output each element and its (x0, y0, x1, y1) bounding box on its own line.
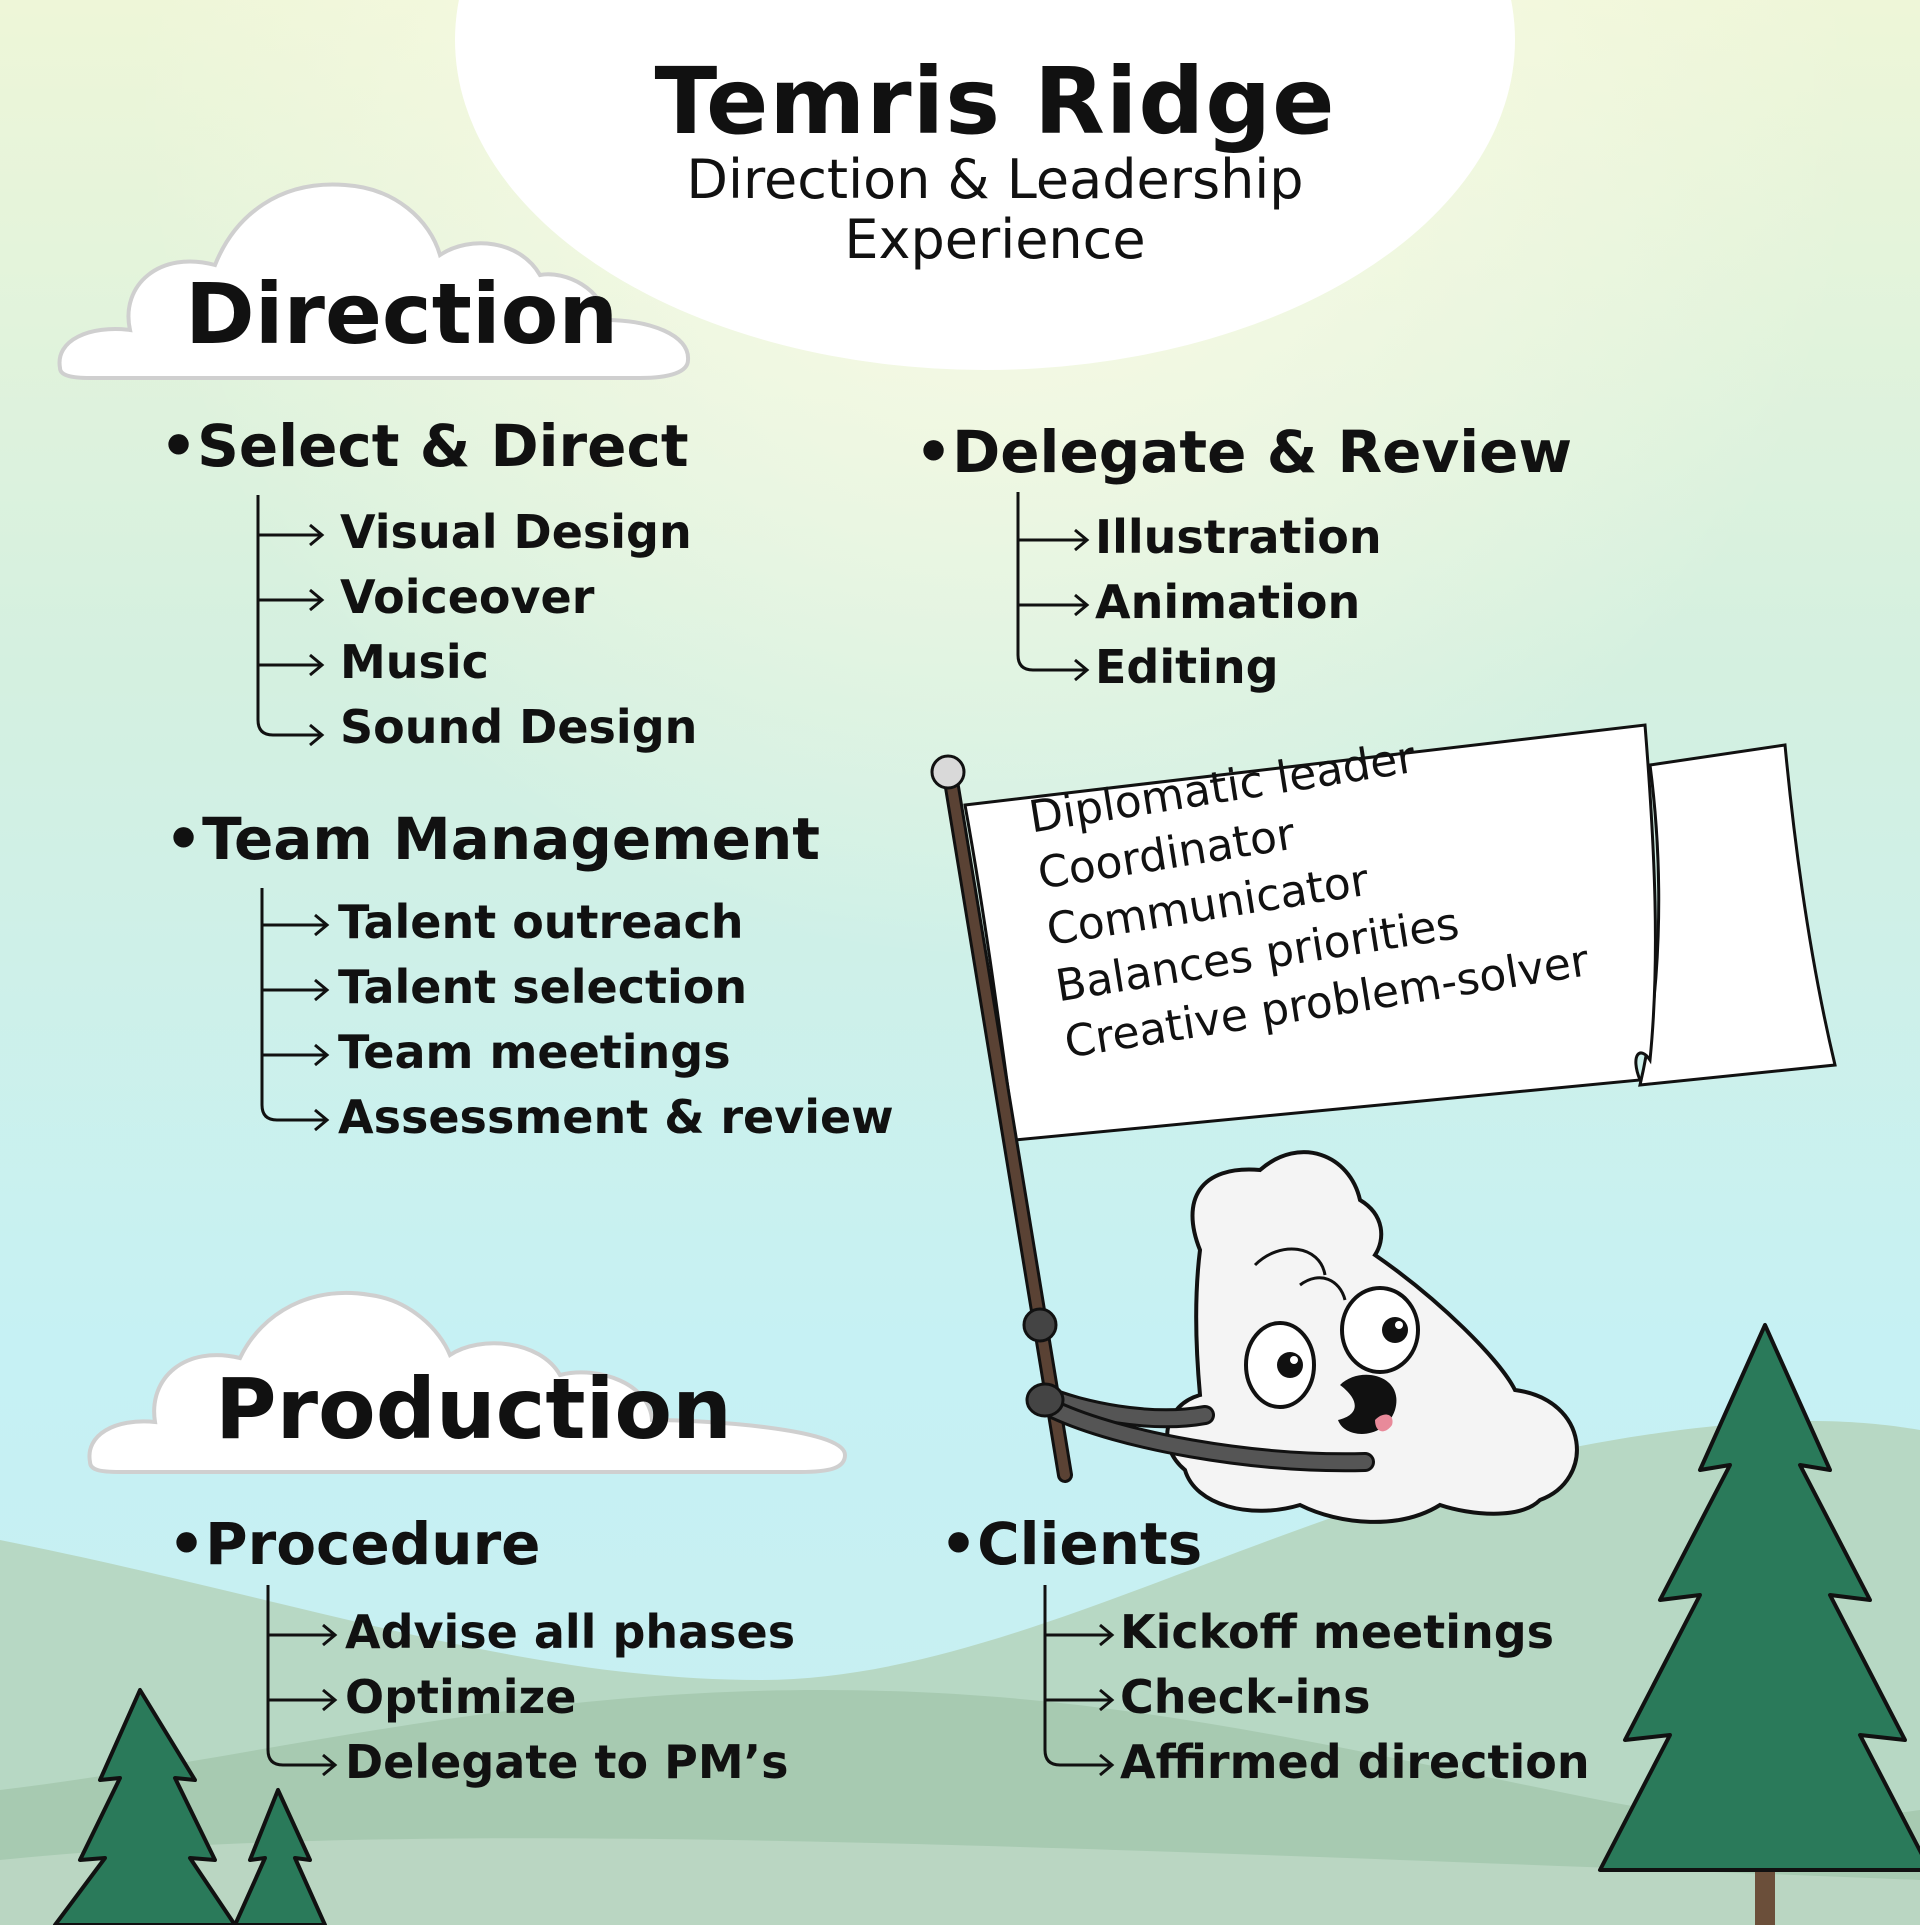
list-item: Assessment & review (338, 1090, 894, 1144)
group-title-procedure: •Procedure (168, 1510, 541, 1578)
direction-cloud-shape (57, 182, 691, 380)
list-item: Delegate to PM’s (345, 1735, 789, 1789)
list-item: Sound Design (340, 700, 698, 754)
flag-back-fold (1638, 743, 1837, 1087)
page-title: Temris Ridge (654, 48, 1336, 155)
team-management-tree-lines (260, 888, 330, 1132)
group-title-clients: •Clients (940, 1510, 1203, 1578)
clients-tree-lines (1043, 1585, 1115, 1777)
list-item: Kickoff meetings (1120, 1605, 1555, 1659)
flag-banner-shape (963, 723, 1657, 1142)
group-title-select-direct: •Select & Direct (160, 412, 689, 480)
production-cloud-shape (87, 1290, 848, 1474)
pine-tree-left-large (53, 1688, 237, 1925)
list-item: Check-ins (1120, 1670, 1371, 1724)
list-item: Visual Design (340, 505, 692, 559)
delegate-review-tree-lines (1016, 492, 1090, 682)
subtitle-line-1: Direction & Leadership (686, 148, 1304, 211)
select-direct-tree-lines (256, 495, 325, 747)
list-item: Team meetings (338, 1025, 731, 1079)
list-item: Talent outreach (338, 895, 744, 949)
list-item: Talent selection (338, 960, 748, 1014)
list-item: Affirmed direction (1120, 1735, 1590, 1789)
list-item: Optimize (345, 1670, 577, 1724)
mascot-character (1022, 1150, 1579, 1524)
list-item: Music (340, 635, 489, 689)
sun-shape (455, 0, 1515, 370)
group-title-delegate-review: •Delegate & Review (915, 418, 1573, 486)
procedure-tree-lines (266, 1585, 338, 1777)
section-label-production: Production (215, 1360, 732, 1458)
group-title-team-management: •Team Management (165, 805, 820, 873)
list-item: Advise all phases (345, 1605, 796, 1659)
list-item: Voiceover (340, 570, 595, 624)
page-subtitle: Direction & Leadership Experience (0, 150, 1920, 270)
subtitle-line-2: Experience (844, 208, 1146, 271)
pine-tree-right (1598, 1323, 1920, 1925)
pine-tree-left-small (233, 1788, 327, 1925)
list-item: Illustration (1095, 510, 1382, 564)
section-label-direction: Direction (185, 265, 619, 363)
flag-pole-knob (930, 754, 966, 790)
list-item: Editing (1095, 640, 1279, 694)
list-item: Animation (1095, 575, 1361, 629)
